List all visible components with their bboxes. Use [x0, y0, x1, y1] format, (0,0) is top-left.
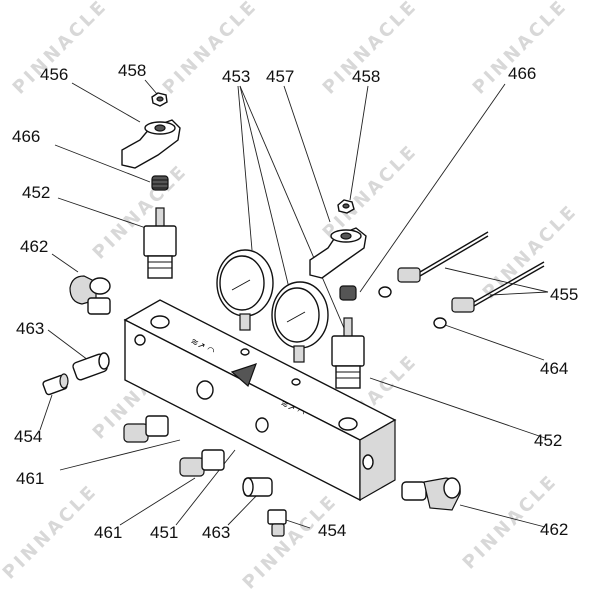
callout-454: 454: [318, 521, 346, 540]
hex-nut: [151, 92, 168, 107]
watermark: PINNACLE: [319, 140, 422, 243]
callout-452: 452: [22, 183, 50, 202]
threaded-fitting: [267, 509, 287, 537]
leader-lines: [39, 79, 549, 529]
callout-454: 454: [14, 427, 42, 446]
callout-458: 458: [352, 67, 380, 86]
callout-455: 455: [550, 285, 578, 304]
watermark: PINNACLE: [469, 0, 572, 99]
callout-456: 456: [40, 65, 68, 84]
callout-453: 453: [222, 67, 250, 86]
callout-461: 461: [94, 523, 122, 542]
hex-nipple: [179, 449, 225, 477]
callout-463: 463: [202, 523, 230, 542]
pressure-gauge: [216, 249, 274, 331]
callout-451: 451: [150, 523, 178, 542]
spring: [339, 285, 357, 301]
callout-458: 458: [118, 61, 146, 80]
threaded-fitting: [42, 373, 69, 396]
elbow-fitting: [69, 275, 111, 315]
pressure-gauge: [271, 281, 329, 363]
spring: [151, 175, 169, 191]
manifold-block: ≋↗ ◠ ≋↗ ◠: [123, 299, 397, 502]
callout-462: 462: [540, 520, 568, 539]
thermocouple-sensor: [451, 261, 545, 313]
valve-knob: [121, 119, 181, 169]
elbow-fitting: [401, 477, 461, 511]
callout-464: 464: [540, 359, 568, 378]
valve-cartridge: [331, 317, 365, 389]
callout-457: 457: [266, 67, 294, 86]
callout-466: 466: [508, 64, 536, 83]
callout-461: 461: [16, 469, 44, 488]
watermark: PINNACLE: [239, 490, 342, 593]
callout-462: 462: [20, 237, 48, 256]
callout-labels: 456 458 453 457 458 466 466 452 462 455 …: [12, 61, 578, 542]
hex-nut: [337, 199, 355, 214]
hex-nipple: [123, 415, 169, 443]
callout-452: 452: [534, 431, 562, 450]
valve-cartridge: [143, 207, 177, 279]
plug-fitting: [72, 352, 110, 381]
callout-463: 463: [16, 319, 44, 338]
thermocouple-sensor: [397, 231, 489, 283]
watermark: PINNACLE: [0, 480, 102, 583]
valve-knob: [309, 227, 367, 279]
callout-466: 466: [12, 127, 40, 146]
plug-fitting: [242, 477, 273, 497]
o-ring: [378, 286, 447, 329]
